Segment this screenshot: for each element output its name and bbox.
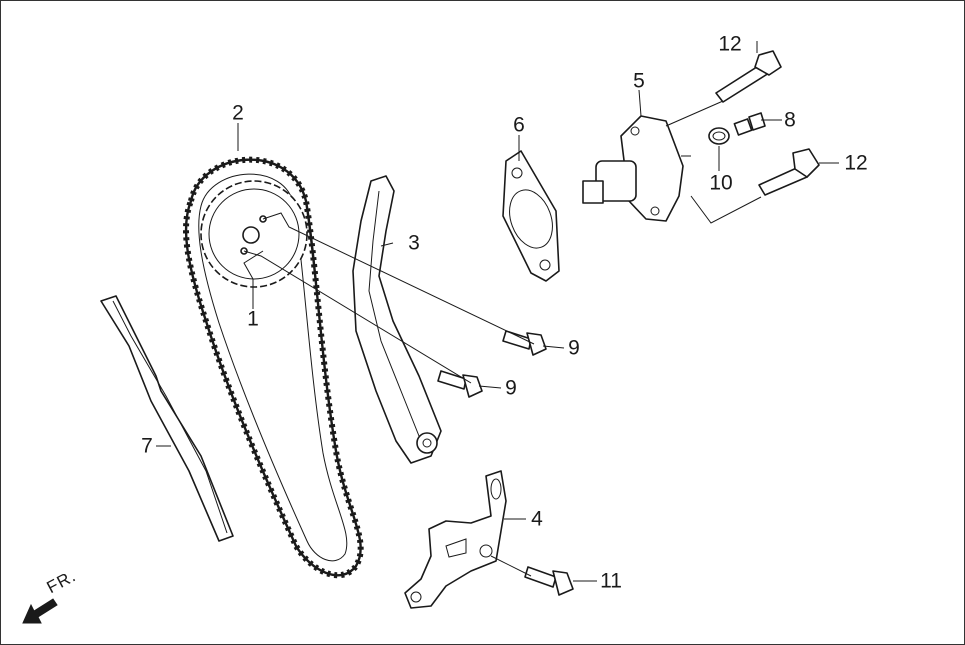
callout-8: 8 xyxy=(784,108,796,132)
front-direction-arrow-icon xyxy=(22,598,58,624)
callout-9-lower: 9 xyxy=(505,376,517,400)
callout-9-upper: 9 xyxy=(568,336,580,360)
bolt-9-lower xyxy=(437,370,483,398)
tensioner-lifter xyxy=(582,115,691,222)
callout-10: 10 xyxy=(709,171,733,195)
bolt-12-bottom xyxy=(758,148,820,196)
callout-3: 3 xyxy=(408,231,420,255)
callout-11: 11 xyxy=(600,569,622,593)
bolt-9-upper xyxy=(502,330,547,356)
tensioner-gasket xyxy=(502,150,560,282)
bolt-11 xyxy=(524,566,574,596)
cam-sprocket xyxy=(200,180,308,288)
tensioner-plug-bolt xyxy=(733,112,766,136)
leader-lines xyxy=(156,41,839,582)
callout-1: 1 xyxy=(247,307,259,331)
tensioner-bracket xyxy=(404,470,507,609)
callout-5: 5 xyxy=(633,69,645,93)
callout-12-top: 12 xyxy=(718,32,742,56)
sealing-washer xyxy=(708,127,730,145)
callout-2: 2 xyxy=(232,101,244,125)
tensioner-slipper xyxy=(352,175,442,464)
callout-12-bottom: 12 xyxy=(844,151,868,175)
callout-4: 4 xyxy=(531,507,543,531)
callout-7: 7 xyxy=(141,434,153,458)
callout-6: 6 xyxy=(513,113,525,137)
chain-guide xyxy=(100,295,234,542)
bolt-12-top xyxy=(715,50,782,103)
